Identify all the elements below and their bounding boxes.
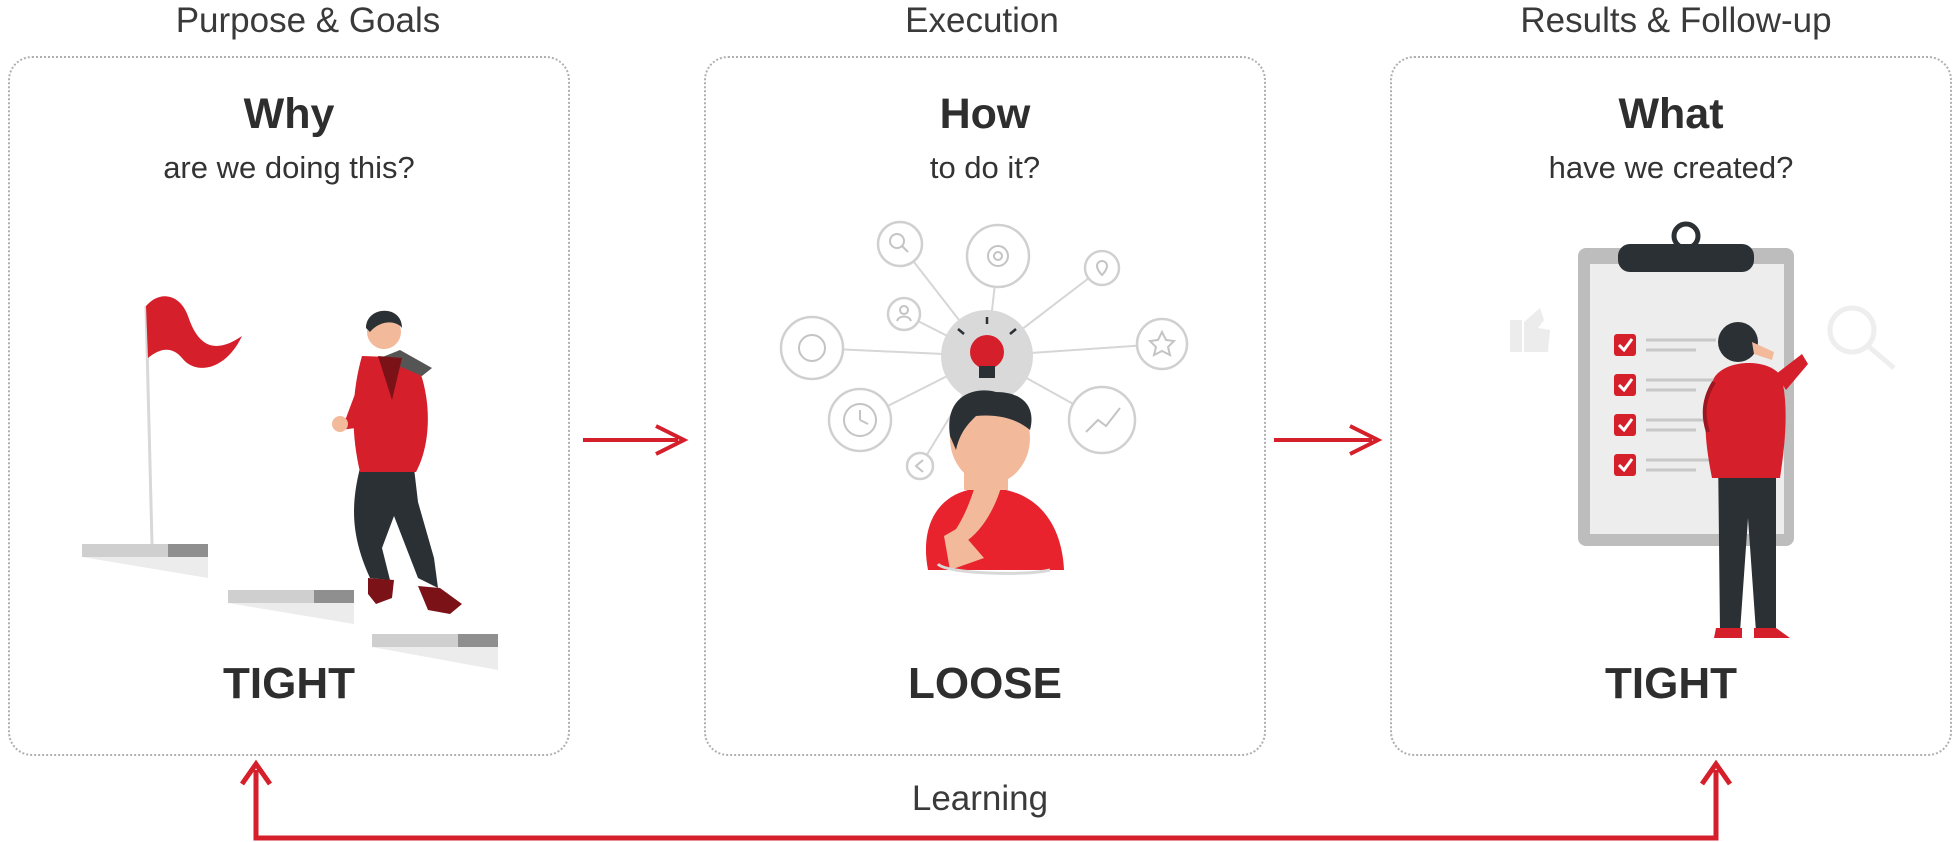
thumbs-up-icon bbox=[1510, 308, 1550, 352]
card-subtitle-what: have we created? bbox=[1548, 150, 1794, 185]
card-subtitle-why: are we doing this? bbox=[163, 150, 415, 185]
card-how: How to do it? bbox=[704, 56, 1266, 756]
learning-label: Learning bbox=[911, 779, 1049, 818]
magnifier-icon bbox=[1827, 305, 1896, 370]
card-title-what: What bbox=[1618, 90, 1724, 138]
location-pin-icon bbox=[1083, 249, 1121, 287]
card-title-how: How bbox=[939, 90, 1031, 138]
arrow-how-to-what bbox=[1274, 424, 1383, 456]
card-what: What have we created? bbox=[1390, 56, 1952, 756]
flag-icon bbox=[144, 296, 242, 545]
search-icon bbox=[876, 220, 924, 268]
thinking-person-illustration bbox=[779, 220, 1189, 575]
trend-chart-icon bbox=[1067, 385, 1137, 455]
clipboard-review-illustration bbox=[1510, 221, 1896, 638]
lightbulb-icon bbox=[941, 310, 1033, 402]
share-icon bbox=[905, 451, 935, 481]
card-tag-how: LOOSE bbox=[907, 659, 1063, 708]
card-subtitle-how: to do it? bbox=[929, 150, 1041, 185]
card-tag-why: TIGHT bbox=[223, 659, 355, 708]
card-why: Why are we doing this? bbox=[8, 56, 570, 756]
heading-results-follow-up: Results & Follow-up bbox=[1520, 1, 1832, 40]
card-title-why: Why bbox=[243, 90, 335, 138]
reviewing-man bbox=[1702, 322, 1808, 638]
heading-execution: Execution bbox=[905, 1, 1059, 40]
card-tag-what: TIGHT bbox=[1605, 659, 1737, 708]
star-icon bbox=[1135, 317, 1189, 371]
chat-icon bbox=[779, 315, 845, 381]
thinking-man bbox=[925, 390, 1064, 575]
climbing-stairs-illustration bbox=[82, 296, 498, 670]
heading-purpose-goals: Purpose & Goals bbox=[175, 1, 441, 40]
stairs bbox=[82, 544, 498, 670]
climbing-man bbox=[332, 310, 462, 614]
gear-icon bbox=[965, 223, 1031, 289]
arrow-why-to-how bbox=[583, 424, 689, 456]
